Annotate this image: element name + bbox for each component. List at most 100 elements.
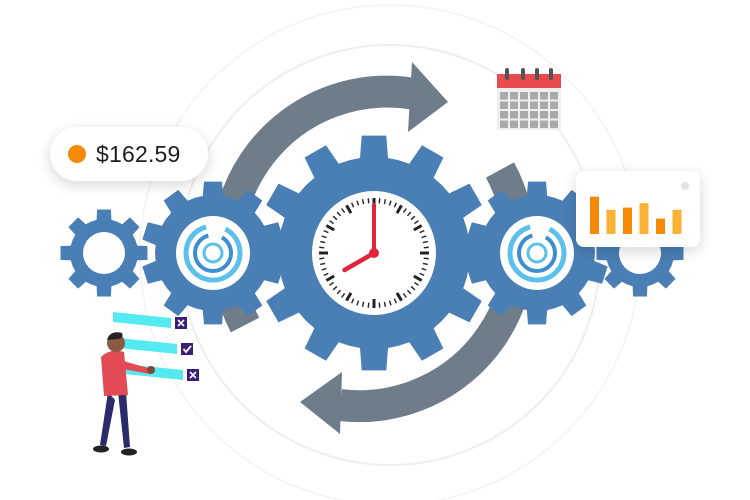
clock-tick <box>321 267 327 271</box>
clock-icon <box>312 191 436 315</box>
clock-tick <box>402 208 407 213</box>
calendar-day-cell <box>500 111 508 119</box>
clock-tick <box>336 289 342 295</box>
clock-tick <box>419 272 425 277</box>
clock-tick <box>422 240 428 244</box>
clock-tick <box>356 300 360 306</box>
chart-bar <box>606 209 616 234</box>
clock-tick <box>329 281 334 286</box>
clock-tick <box>332 285 338 291</box>
checklist-row <box>113 312 187 329</box>
clock-tick <box>393 298 398 304</box>
clock-tick <box>325 274 335 282</box>
calendar-day-cell <box>530 120 538 128</box>
cross-icon <box>177 319 185 327</box>
clock-tick <box>410 285 416 291</box>
clock-tick <box>345 292 353 302</box>
price-amount: $162.59 <box>96 140 181 167</box>
mini-chart-card <box>576 171 700 247</box>
upper-arrow-head <box>408 62 448 132</box>
clock-tick <box>423 257 429 260</box>
clock-tick <box>383 199 387 205</box>
clock-tick <box>395 292 403 302</box>
clock-tick <box>393 202 398 208</box>
calendar-day-cell <box>510 101 518 109</box>
lower-arrow-head <box>300 372 342 434</box>
clock-center-pin <box>369 248 379 258</box>
calendar-day-cell <box>540 111 548 119</box>
calendar-day-cell <box>530 101 538 109</box>
calendar-day-cell <box>530 92 538 100</box>
chart-bar <box>656 218 665 234</box>
clock-tick <box>319 257 325 260</box>
clock-tick <box>421 267 427 271</box>
clock-tick <box>323 229 329 234</box>
clock-tick <box>413 224 423 232</box>
clock-tick <box>336 211 342 217</box>
checklist-row <box>119 338 193 355</box>
calendar-day-cell <box>520 120 528 128</box>
clock-hour-hand <box>342 250 377 273</box>
clock-tick <box>361 301 365 307</box>
clock-tick <box>320 262 326 266</box>
calendar-day-cell <box>510 92 518 100</box>
clock-tick <box>350 298 355 304</box>
chart-bar <box>639 203 649 234</box>
clock-tick <box>378 198 381 204</box>
gear-hub-right <box>500 216 574 290</box>
clock-tick <box>388 300 392 306</box>
calendar-day-cell <box>540 92 548 100</box>
calendar-day-cell <box>520 101 528 109</box>
chart-bar <box>623 207 632 234</box>
calendar-day-cell <box>500 101 508 109</box>
person-figure <box>93 332 155 456</box>
calendar-day-cell <box>500 120 508 128</box>
clock-ticks <box>319 198 429 308</box>
clock-tick <box>410 215 416 221</box>
calendar-day-cell <box>540 120 548 128</box>
status-dot-icon <box>68 145 86 163</box>
calendar-day-cell <box>540 101 548 109</box>
clock-tick <box>419 229 425 234</box>
cross-icon <box>189 371 197 379</box>
clock-tick <box>406 289 412 295</box>
clock-tick <box>406 211 412 217</box>
calendar-day-cell <box>520 92 528 100</box>
clock-tick <box>378 302 381 308</box>
clock-tick <box>332 215 338 221</box>
calendar-grid <box>500 92 558 128</box>
calendar-day-cell <box>500 92 508 100</box>
clock-tick <box>356 200 360 206</box>
calendar-day-cell <box>550 92 558 100</box>
calendar-day-cell <box>520 111 528 119</box>
clock-tick <box>329 220 334 225</box>
clock-tick <box>341 293 346 298</box>
calendar-icon <box>497 68 561 130</box>
clock-tick <box>321 235 327 239</box>
clock-tick <box>388 200 392 206</box>
clock-tick <box>320 240 326 244</box>
gear-icon <box>60 209 148 297</box>
clock-tick <box>383 301 387 307</box>
clock-tick <box>421 235 427 239</box>
chart-bar <box>672 209 682 234</box>
card-menu-dot <box>681 182 689 190</box>
clock-tick <box>341 208 346 213</box>
chart-bar <box>590 196 599 234</box>
clock-tick <box>367 302 370 308</box>
clock-tick <box>395 204 403 214</box>
calendar-header <box>497 74 561 88</box>
calendar-day-cell <box>510 111 518 119</box>
clock-tick <box>367 198 370 204</box>
clock-tick <box>350 202 355 208</box>
clock-tick <box>323 272 329 277</box>
clock-tick <box>414 220 419 225</box>
calendar-day-cell <box>550 111 558 119</box>
clock-tick <box>325 224 335 232</box>
clock-tick <box>422 262 428 266</box>
clock-tick <box>414 281 419 286</box>
clock-tick <box>319 246 325 249</box>
calendar-day-cell <box>510 120 518 128</box>
clock-tick <box>402 293 407 298</box>
